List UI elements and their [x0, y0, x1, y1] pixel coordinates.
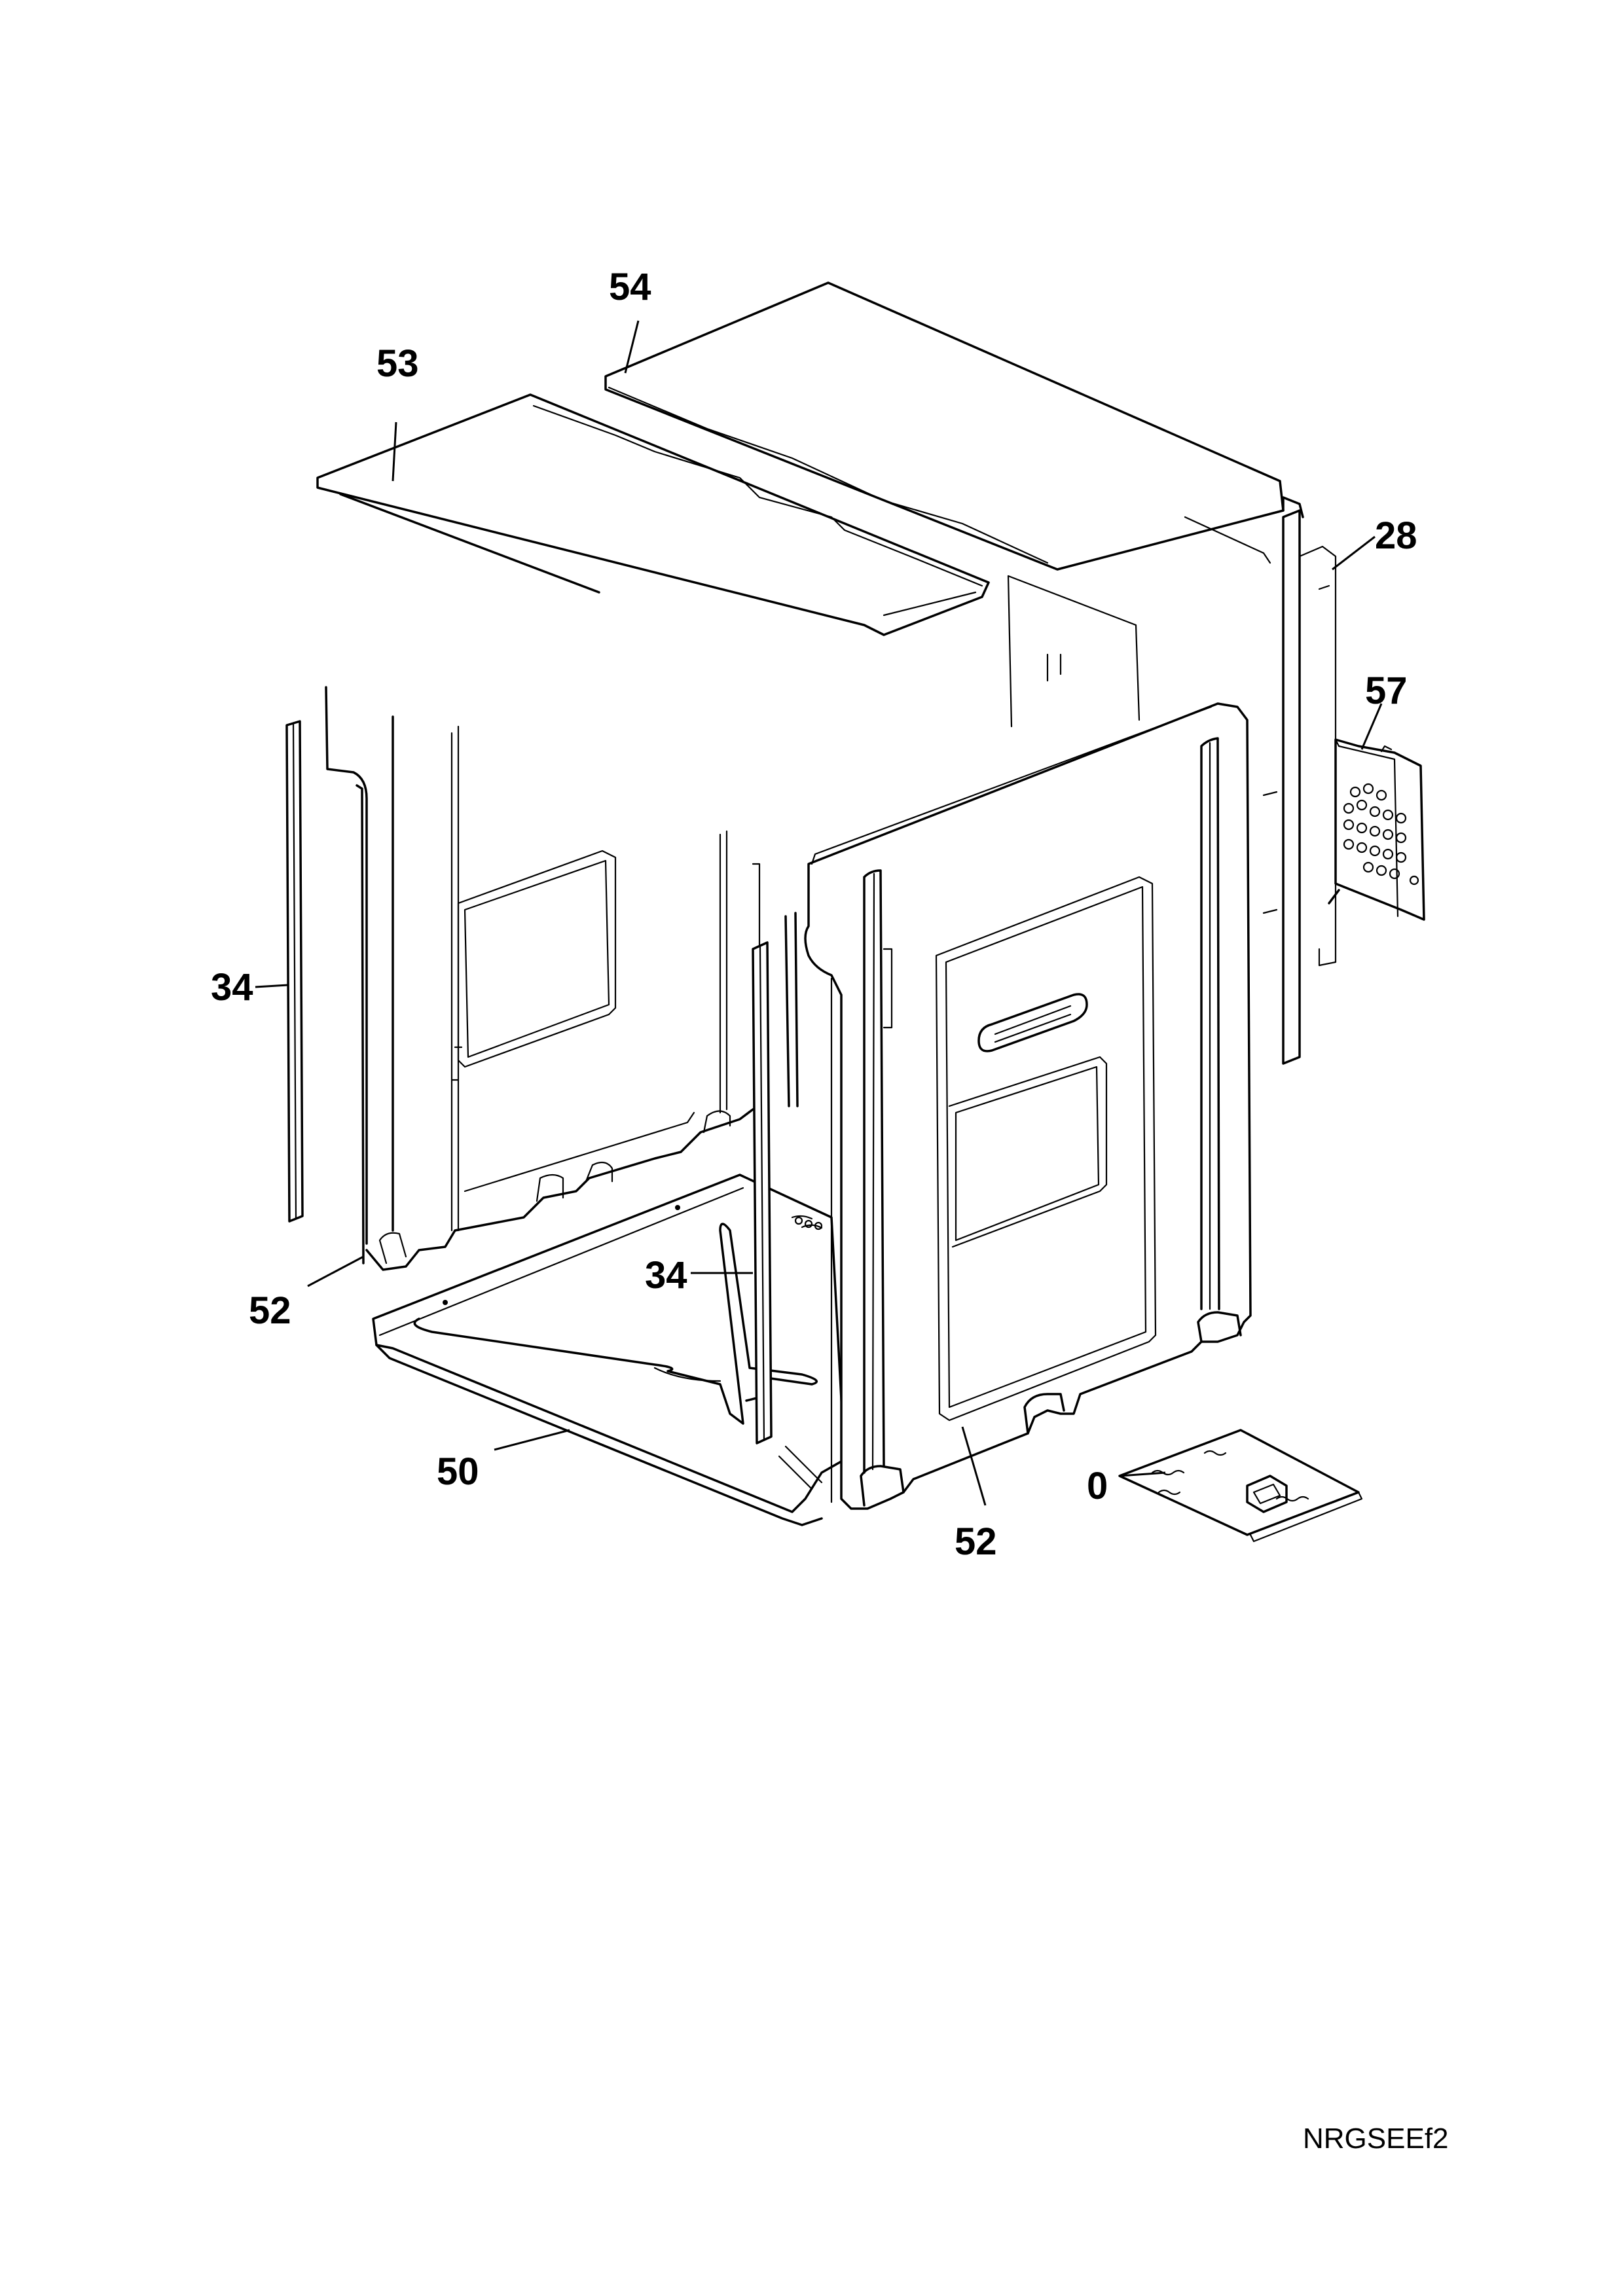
right-side-panel [804, 702, 1252, 1510]
label-34-right: 34 [645, 1254, 687, 1297]
label-54: 54 [609, 266, 651, 308]
rail-right [752, 912, 799, 1444]
label-53: 53 [376, 342, 419, 385]
label-52-right: 52 [955, 1520, 997, 1563]
back-panel [1262, 509, 1337, 1065]
drawing-code: NRGSEEf2 [1303, 2123, 1449, 2155]
label-34-left: 34 [211, 966, 253, 1009]
top-front-panel [316, 393, 990, 636]
rail-left [285, 720, 365, 1265]
label-28: 28 [1375, 514, 1417, 557]
cavity-rear-wall [1007, 575, 1140, 728]
left-side-panel [325, 686, 761, 1271]
documentation-sheet [1118, 1429, 1363, 1543]
fan-guard [1328, 738, 1425, 921]
label-0: 0 [1087, 1465, 1108, 1507]
label-57: 57 [1365, 670, 1408, 712]
top-rear-panel [604, 281, 1304, 571]
bottom-panel [372, 1174, 846, 1526]
label-50: 50 [437, 1450, 479, 1493]
leader-lines [255, 320, 1383, 1506]
part-labels: 54 53 28 57 34 52 34 50 52 0 NRGSEEf2 [211, 266, 1449, 2155]
fan-guard-holes [1343, 783, 1419, 886]
label-52-left: 52 [249, 1289, 291, 1332]
